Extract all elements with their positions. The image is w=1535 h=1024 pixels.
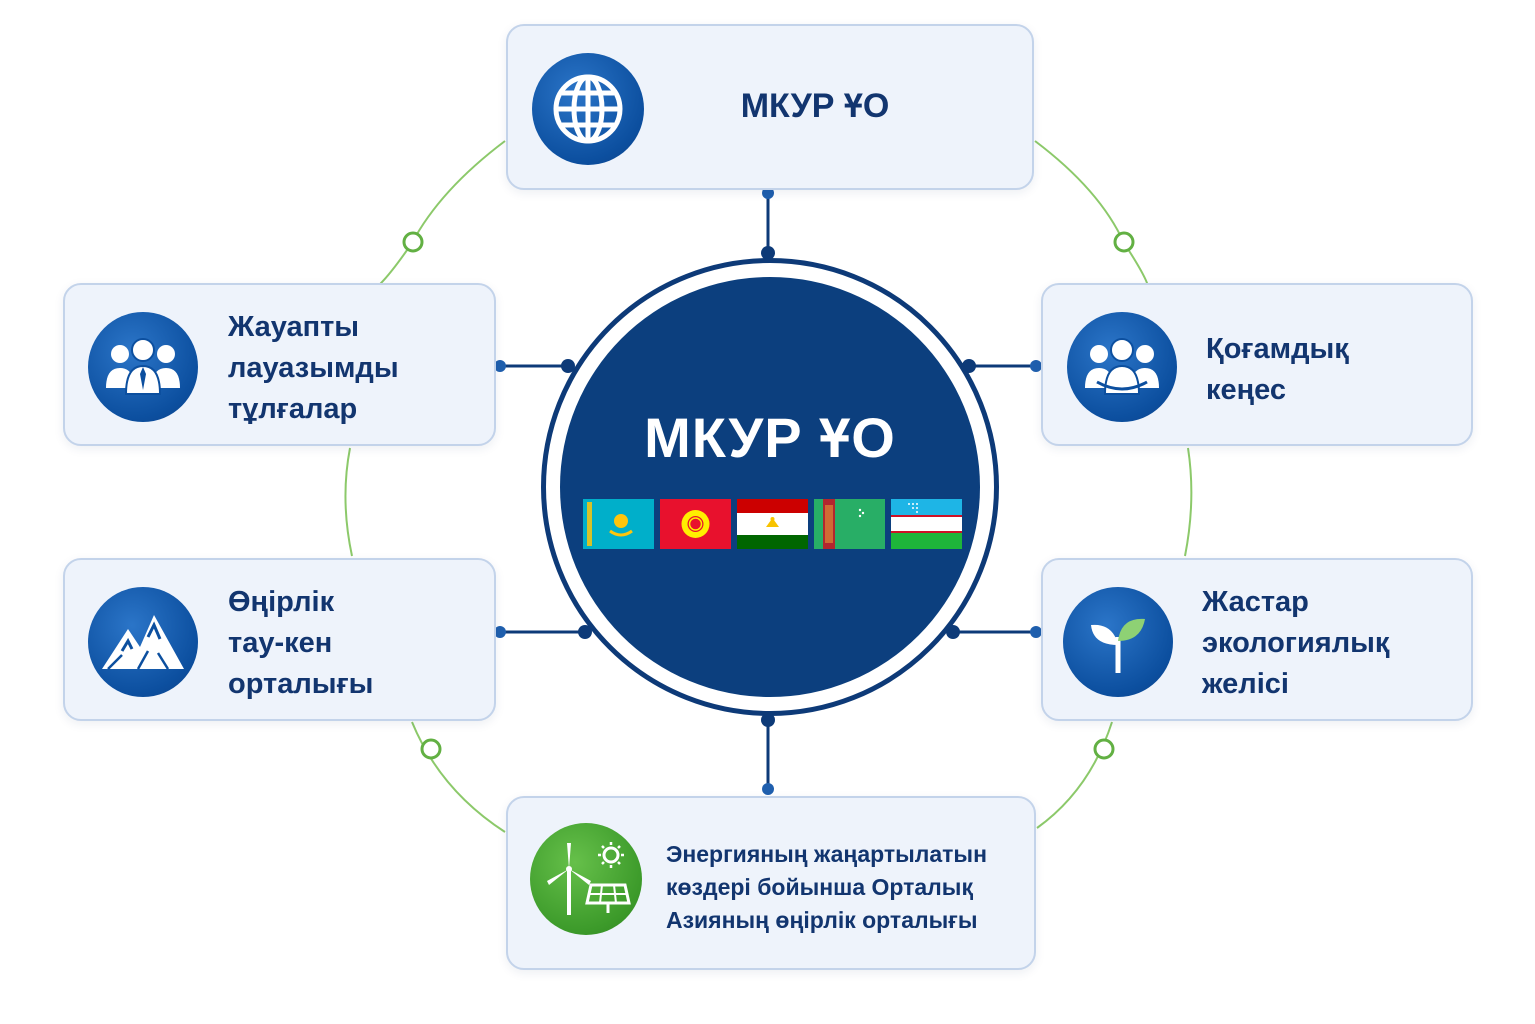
card-youth-eco-network-label: Жастар экологиялық желісі <box>1202 586 1390 700</box>
central-hub: МКУР ҰО <box>560 277 980 697</box>
kazakhstan-flag <box>583 499 654 549</box>
ring-node-bottom-left <box>420 738 442 760</box>
connector-left-lower-dot-hub <box>578 625 592 639</box>
outer-ring-arc-bottom-right <box>1036 721 1113 829</box>
outer-ring-arc-top-right <box>1034 140 1149 287</box>
card-responsible-officials: Жауапты лауазымды тұлғалар <box>63 283 496 446</box>
sprout-icon <box>1063 587 1173 697</box>
connector-right-upper-dot-card <box>1030 360 1042 372</box>
ring-node-top-left <box>402 231 424 253</box>
card-regional-mining-center-label: Өңірлік тау-кен орталығы <box>228 586 374 700</box>
kyrgyzstan-flag <box>660 499 731 549</box>
card-mkur-uo: МКУР ҰО <box>506 24 1034 190</box>
hub-title: МКУР ҰО <box>644 406 896 469</box>
turkmenistan-flag <box>814 499 885 549</box>
mountains-icon <box>88 587 198 697</box>
card-youth-eco-network: Жастар экологиялық желісі <box>1041 558 1473 721</box>
card-regional-mining-center: Өңірлік тау-кен орталығы <box>63 558 496 721</box>
connector-bottom-dot-hub <box>761 713 775 727</box>
card-public-council: Қоғамдық кеңес <box>1041 283 1473 446</box>
ring-node-top-right <box>1113 231 1135 253</box>
outer-ring-arc-top-left <box>377 140 506 287</box>
wind-solar-icon <box>530 823 642 935</box>
outer-ring-arc-right <box>1184 447 1193 557</box>
outer-ring-arc-bottom-left <box>411 721 506 833</box>
connector-left-upper-dot-card <box>494 360 506 372</box>
card-responsible-officials-label: Жауапты лауазымды тұлғалар <box>228 311 399 425</box>
card-renewable-energy-center: Энергияның жаңартылатын көздері бойынша … <box>506 796 1036 970</box>
connector-top-dot-card <box>762 187 774 199</box>
outer-ring-arc-left <box>344 447 353 557</box>
connector-bottom-dot-card <box>762 783 774 795</box>
tajikistan-flag <box>737 499 808 549</box>
card-mkur-uo-label: МКУР ҰО <box>740 87 890 125</box>
public-council-icon <box>1067 312 1177 422</box>
card-public-council-label: Қоғамдық кеңес <box>1206 333 1349 406</box>
member-flags <box>583 499 962 549</box>
connector-left-lower-dot-card <box>494 626 506 638</box>
connector-top-dot-hub <box>761 246 775 260</box>
connector-left-upper-dot-hub <box>561 359 575 373</box>
globe-icon <box>532 53 644 165</box>
uzbekistan-flag <box>891 499 962 549</box>
ring-node-bottom-right <box>1093 738 1115 760</box>
connector-right-lower-dot-card <box>1030 626 1042 638</box>
officials-group-icon <box>88 312 198 422</box>
card-renewable-energy-center-label: Энергияның жаңартылатын көздері бойынша … <box>666 841 987 933</box>
